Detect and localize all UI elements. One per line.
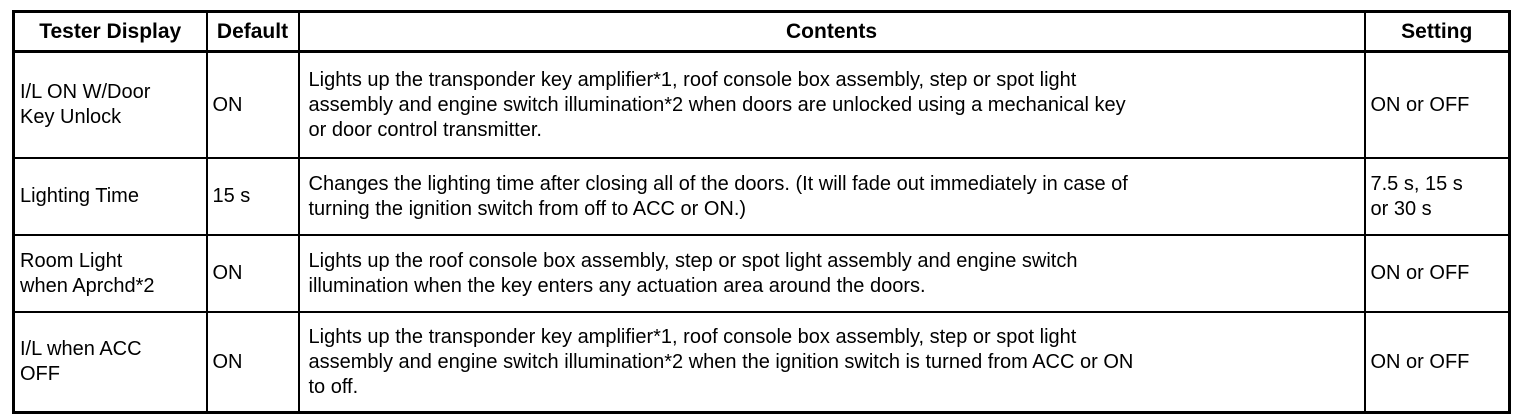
cell-default: ON xyxy=(205,234,300,313)
tester-settings-table: Tester Display Default Contents Setting … xyxy=(12,10,1511,414)
table-row: Room Light when Aprchd*2 ON Lights up th… xyxy=(12,234,1511,313)
cell-setting: ON or OFF xyxy=(1363,50,1511,159)
table-row: Lighting Time 15 s Changes the lighting … xyxy=(12,157,1511,236)
cell-contents: Lights up the transponder key amplifier*… xyxy=(297,311,1366,414)
cell-contents: Lights up the transponder key amplifier*… xyxy=(297,50,1366,159)
cell-contents: Changes the lighting time after closing … xyxy=(297,157,1366,236)
cell-setting: 7.5 s, 15 s or 30 s xyxy=(1363,157,1511,236)
header-row: Tester Display Default Contents Setting xyxy=(12,10,1511,53)
cell-tester-display: Room Light when Aprchd*2 xyxy=(12,234,208,313)
cell-default: ON xyxy=(205,311,300,414)
cell-tester-display: Lighting Time xyxy=(12,157,208,236)
cell-contents: Lights up the roof console box assembly,… xyxy=(297,234,1366,313)
header-tester-display: Tester Display xyxy=(12,10,208,53)
cell-tester-display: I/L ON W/Door Key Unlock xyxy=(12,50,208,159)
cell-default: ON xyxy=(205,50,300,159)
cell-default: 15 s xyxy=(205,157,300,236)
cell-setting: ON or OFF xyxy=(1363,311,1511,414)
tester-settings-table-container: Tester Display Default Contents Setting … xyxy=(12,10,1511,414)
cell-setting: ON or OFF xyxy=(1363,234,1511,313)
table-row: I/L when ACC OFF ON Lights up the transp… xyxy=(12,311,1511,414)
cell-tester-display: I/L when ACC OFF xyxy=(12,311,208,414)
header-contents: Contents xyxy=(297,10,1366,53)
table-row: I/L ON W/Door Key Unlock ON Lights up th… xyxy=(12,50,1511,159)
header-setting: Setting xyxy=(1363,10,1511,53)
header-default: Default xyxy=(205,10,300,53)
